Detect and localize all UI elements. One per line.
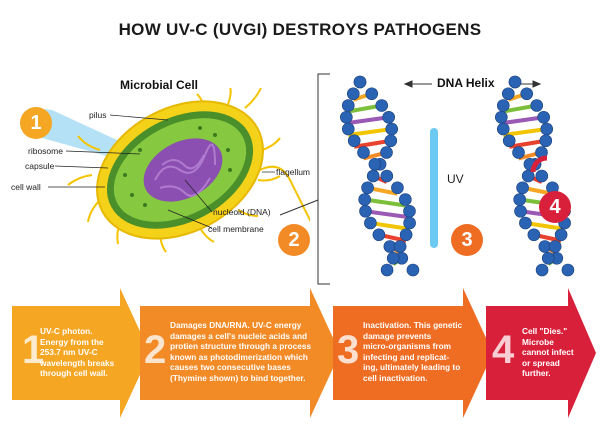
backbone-sphere — [541, 251, 555, 265]
backbone-sphere — [530, 99, 544, 112]
base-pair-rung — [502, 127, 548, 137]
ribosomes — [123, 126, 232, 207]
backbone-sphere — [391, 181, 404, 195]
backbone-sphere — [521, 169, 535, 183]
backbone-sphere — [496, 122, 510, 136]
backbone-sphere — [548, 240, 562, 253]
uv-label: UV — [447, 172, 464, 186]
backbone-sphere — [380, 263, 394, 277]
base-pair-rung — [525, 221, 565, 231]
backbone-sphere — [399, 193, 412, 206]
backbone-sphere — [372, 228, 386, 242]
backbone-sphere — [540, 122, 554, 136]
backbone-sphere — [512, 146, 525, 159]
backbone-sphere — [403, 204, 416, 218]
backbone-sphere — [502, 134, 516, 148]
backbone-sphere — [386, 251, 400, 265]
page-title: HOW UV-C (UVGI) DESTROYS PATHOGENS — [118, 20, 482, 39]
backbone-sphere — [384, 134, 398, 148]
marker-2: 2 — [278, 224, 310, 256]
label-ribosome: ribosome — [28, 146, 63, 156]
backbone-sphere — [539, 134, 553, 148]
backbone-sphere — [508, 75, 522, 89]
base-pair-rung — [346, 115, 389, 126]
backbone-sphere — [357, 146, 370, 159]
thymine-dimer-link — [530, 155, 548, 173]
backbone-sphere — [537, 110, 550, 124]
label-pilus: pilus — [89, 110, 107, 120]
backbone-sphere — [368, 157, 382, 171]
backbone-sphere — [514, 204, 527, 218]
backbone-sphere — [341, 99, 355, 112]
step-1-number: 1 — [22, 328, 45, 372]
backbone-sphere — [340, 110, 353, 124]
label-cell-membrane: cell membrane — [208, 224, 264, 234]
marker-4: 4 — [539, 191, 571, 223]
backbone-sphere — [385, 122, 399, 136]
backbone-sphere — [375, 99, 389, 112]
backbone-sphere — [364, 216, 377, 230]
flagellum-tail — [259, 165, 310, 223]
label-nucleoid: nucleoid (DNA) — [213, 207, 271, 217]
uv-beam-bar — [430, 128, 438, 248]
base-pair-rung — [347, 127, 393, 137]
backbone-sphere — [496, 99, 510, 112]
backbone-sphere — [393, 240, 407, 253]
backbone-sphere — [361, 181, 374, 195]
label-cell-wall: cell wall — [11, 182, 41, 192]
label-flagellum: flagellum — [276, 167, 311, 177]
marker-1: 1 — [20, 107, 52, 139]
step-3-number: 3 — [337, 328, 360, 372]
backbone-sphere — [358, 193, 371, 206]
backbone-sphere — [347, 134, 361, 148]
backbone-sphere — [341, 122, 355, 136]
base-pair-rung — [364, 197, 406, 208]
backbone-sphere — [359, 204, 372, 218]
backbone-sphere — [403, 216, 416, 230]
backbone-sphere — [516, 181, 529, 195]
nucleoid — [143, 138, 223, 202]
base-pair-rung — [365, 209, 410, 220]
dna-helix-right — [495, 75, 575, 277]
dna-helix-left — [340, 75, 420, 277]
backbone-sphere — [535, 263, 549, 277]
backbone-sphere — [520, 87, 534, 101]
backbone-sphere — [365, 87, 379, 101]
step-2-number: 2 — [144, 328, 167, 372]
microbial-cell-heading: Microbial Cell — [120, 78, 199, 92]
backbone-sphere — [406, 263, 420, 277]
backbone-sphere — [399, 228, 413, 242]
backbone-sphere — [519, 216, 532, 230]
backbone-sphere — [380, 169, 394, 183]
base-pair-rung — [370, 221, 410, 231]
microbial-cell-illustration — [35, 88, 310, 253]
base-pair-rung — [501, 115, 544, 126]
dna-helix-illustration — [279, 73, 575, 285]
backbone-sphere — [382, 110, 395, 124]
label-capsule: capsule — [25, 161, 55, 171]
dna-helix-heading: DNA Helix — [437, 76, 495, 90]
backbone-sphere — [366, 169, 380, 183]
backbone-sphere — [527, 228, 541, 242]
backbone-sphere — [495, 110, 508, 124]
backbone-sphere — [380, 146, 393, 159]
backbone-sphere — [554, 228, 568, 242]
backbone-sphere — [501, 87, 515, 101]
backbone-sphere — [535, 169, 549, 183]
backbone-sphere — [561, 263, 575, 277]
step-4-number: 4 — [492, 328, 515, 372]
backbone-sphere — [513, 193, 526, 206]
backbone-sphere — [346, 87, 360, 101]
backbone-sphere — [353, 75, 367, 89]
marker-3: 3 — [451, 224, 483, 256]
